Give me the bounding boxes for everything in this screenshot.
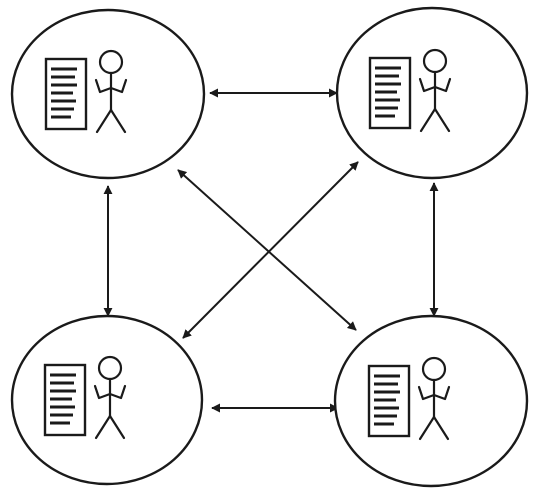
- arrow-top-left-bottom-right: [177, 169, 357, 331]
- node-top-left: [10, 8, 206, 180]
- nodes-layer: [10, 6, 529, 488]
- edges-layer: [103, 88, 439, 413]
- node-circle: [10, 314, 204, 486]
- node-bottom-left: [10, 314, 204, 486]
- node-top-right: [335, 6, 529, 180]
- node-circle: [10, 8, 206, 180]
- node-circle: [333, 314, 529, 488]
- node-bottom-right: [333, 314, 529, 488]
- node-circle: [335, 6, 529, 180]
- arrow-top-right-bottom-left: [182, 161, 359, 339]
